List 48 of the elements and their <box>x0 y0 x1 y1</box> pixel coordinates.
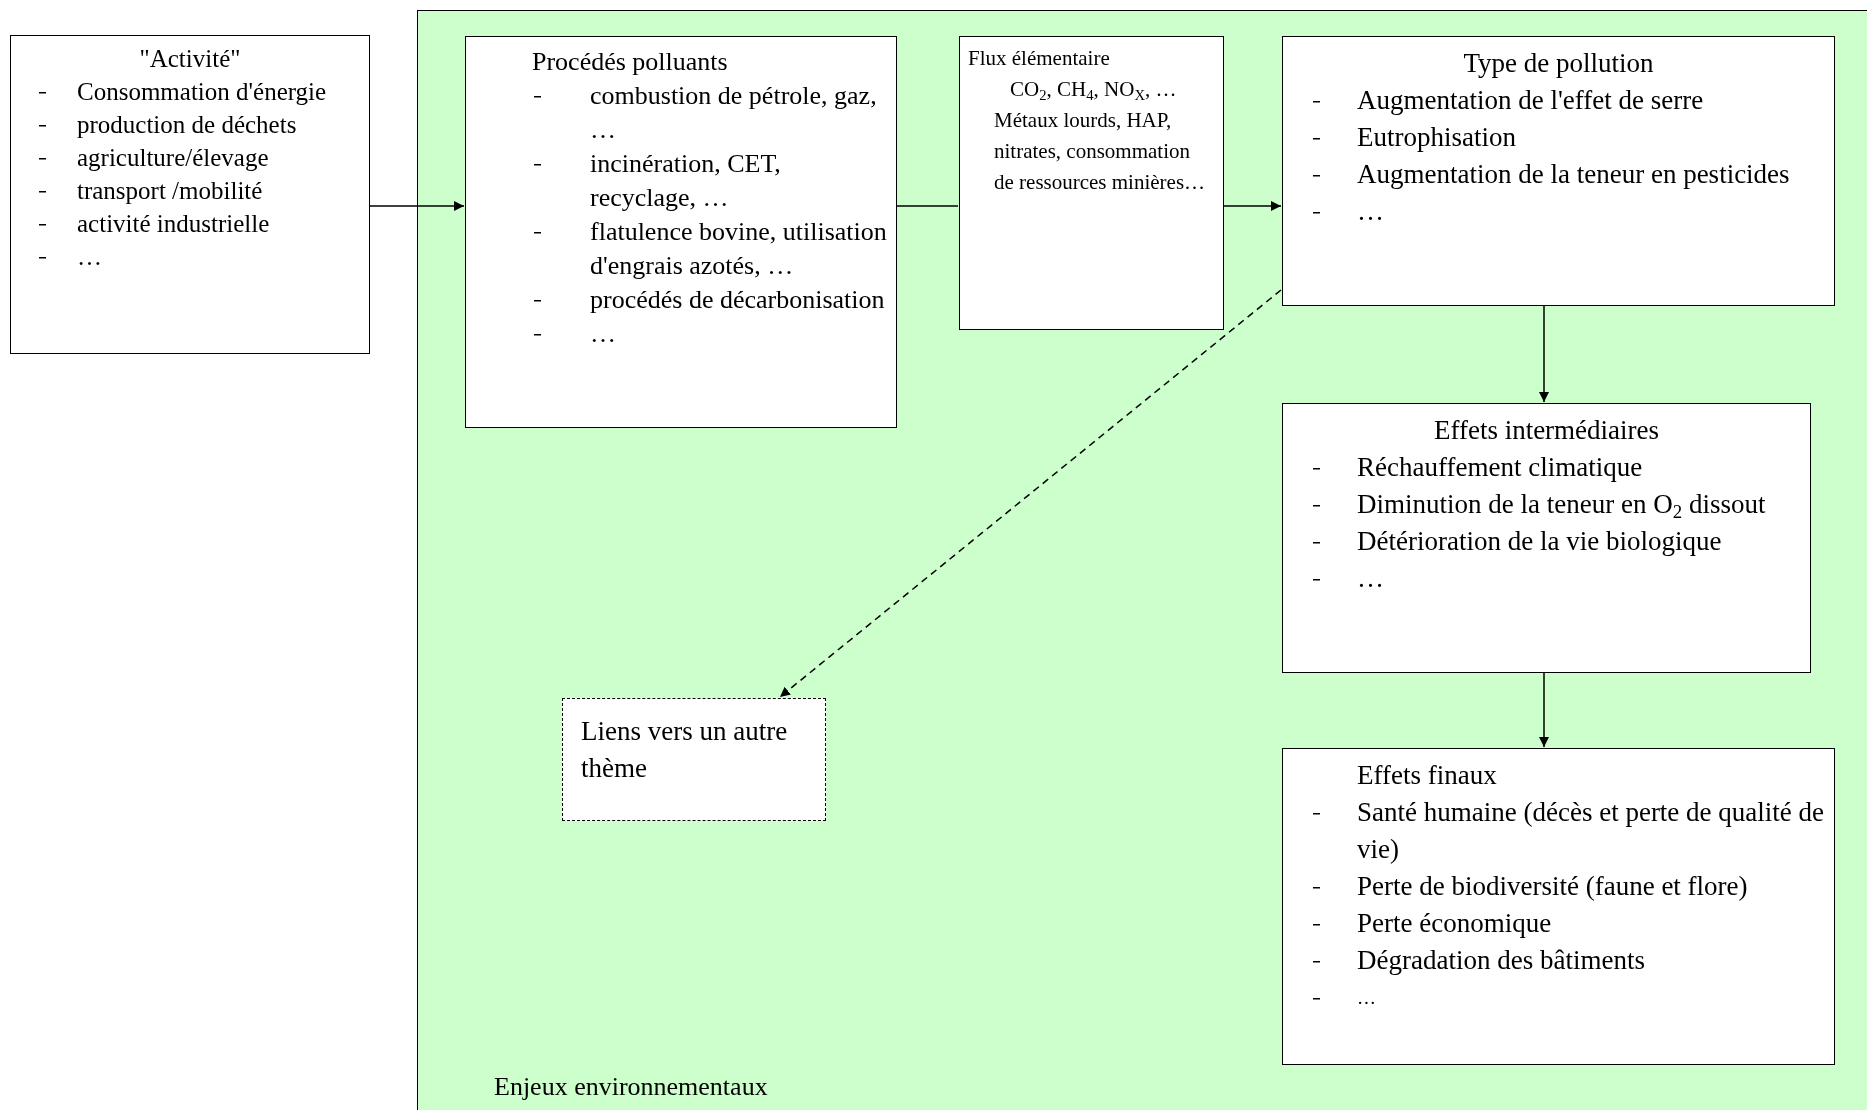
region-label: Enjeux environnementaux <box>494 1072 768 1102</box>
bullet-item: combustion de pétrole, gaz, … <box>474 79 888 147</box>
process-box <box>10 35 370 354</box>
box-text: Métaux lourds, HAP, nitrates, consommation de ressources minières… <box>993 107 1207 196</box>
bullet-item: transport /mobilité <box>19 174 361 207</box>
bullet-item: production de déchets <box>19 108 361 141</box>
process-box <box>959 36 1224 330</box>
bullet-item: Consommation d'énergie <box>19 75 361 108</box>
region-background <box>417 10 1867 1110</box>
bullet-item: Détérioration de la vie biologique <box>1291 523 1802 560</box>
bullet-item: activité industrielle <box>19 207 361 240</box>
dashed-arrow <box>779 289 1282 698</box>
bullet-item: Diminution de la teneur en O$_{2}$ dissout <box>1291 486 1802 523</box>
bullet-item: … <box>1291 560 1802 597</box>
process-box <box>1282 748 1835 1065</box>
bullet-item: Perte économique <box>1291 905 1826 942</box>
box-text: CO$_{2}$, CH$_{4}$, NO$_{X}$, … <box>1009 76 1178 105</box>
bullet-item: … <box>474 317 888 351</box>
bullet-item: flatulence bovine, utilisation d'engrais azotés, … <box>474 215 888 283</box>
bullet-item: Eutrophisation <box>1291 119 1826 156</box>
connector-line <box>895 205 959 207</box>
box-heading: Flux élémentaire <box>968 45 1111 72</box>
arrow <box>1539 304 1549 403</box>
bullet-item: … <box>19 240 361 273</box>
bullet-item: Augmentation de l'effet de serre <box>1291 82 1826 119</box>
box-text: Liens vers un autre thème <box>581 715 789 785</box>
box-heading: Effets finaux <box>1356 759 1498 792</box>
box-heading: Effets intermédiaires <box>1432 414 1661 447</box>
process-box <box>1282 403 1811 673</box>
arrow <box>1539 671 1549 748</box>
box-heading: Procédés polluants <box>531 46 729 78</box>
arrow <box>369 201 465 211</box>
box-heading: Type de pollution <box>1462 47 1655 80</box>
bullet-item: agriculture/élevage <box>19 141 361 174</box>
dashed-box <box>562 698 826 821</box>
bullet-item: Dégradation des bâtiments <box>1291 942 1826 979</box>
bullet-item: Perte de biodiversité (faune et flore) <box>1291 868 1826 905</box>
process-box <box>1282 36 1835 306</box>
bullet-item: Réchauffement climatique <box>1291 449 1802 486</box>
arrow <box>1222 201 1282 211</box>
box-heading: "Activité" <box>138 44 242 74</box>
bullet-item: Augmentation de la teneur en pesticides <box>1291 156 1826 193</box>
bullet-item: Santé humaine (décès et perte de qualité de vie) <box>1291 794 1826 868</box>
bullet-item: … <box>1291 979 1826 1016</box>
bullet-item: procédés de décarbonisation <box>474 283 888 317</box>
process-box <box>465 36 897 428</box>
bullet-item: … <box>1291 193 1826 230</box>
bullet-item: incinération, CET, recyclage, … <box>474 147 888 215</box>
